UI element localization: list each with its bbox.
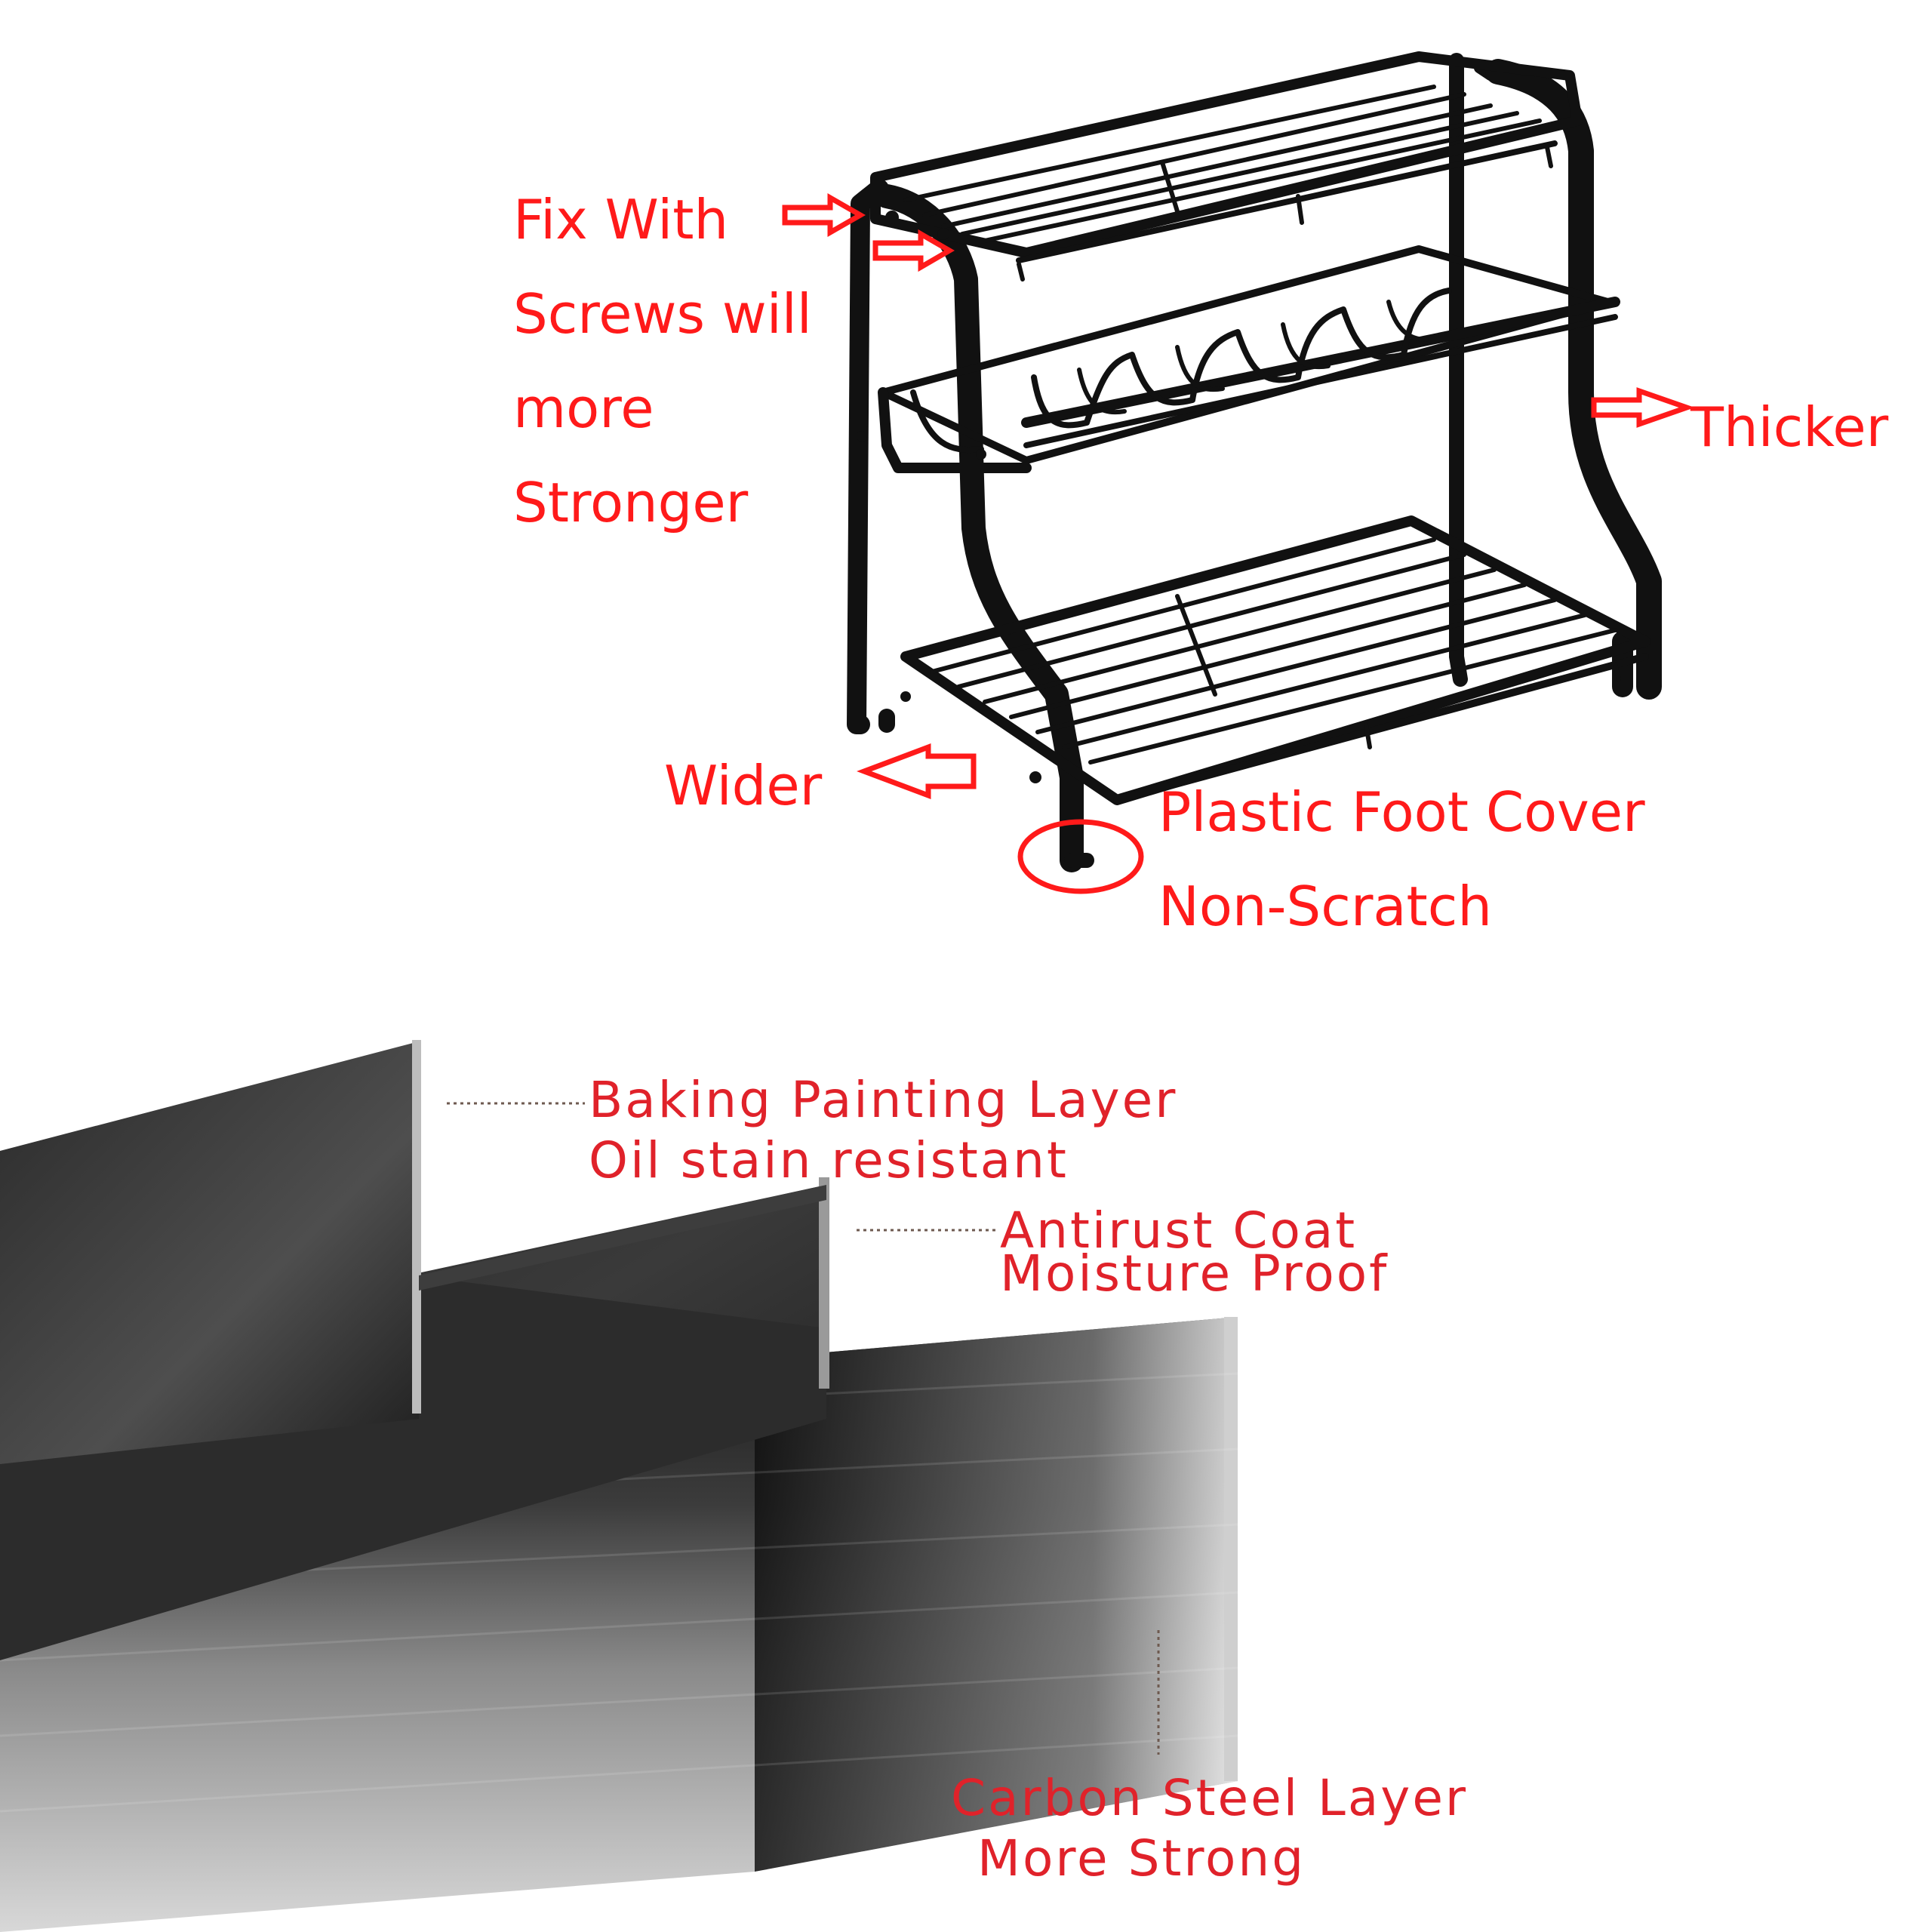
- baking-layer-title: Baking Painting Layer: [589, 1071, 1178, 1129]
- thicker-label: Thicker: [1690, 395, 1889, 459]
- foot-cover-line-2: Non-Scratch: [1158, 875, 1492, 938]
- arrow-right-icon: [782, 192, 866, 238]
- circle-highlight-icon: [1017, 819, 1144, 894]
- baking-layer-subtitle: Oil stain resistant: [589, 1131, 1069, 1189]
- middle-shelf: [878, 245, 1620, 473]
- carbon-layer-subtitle: More Strong: [977, 1829, 1306, 1887]
- fix-screws-line-4: Stronger: [513, 471, 749, 534]
- baking-painting-layer: [0, 1041, 419, 1464]
- fix-screws-line-1: Fix With: [513, 188, 729, 251]
- fix-screws-line-3: more: [513, 377, 654, 440]
- bottom-shelf: [900, 515, 1651, 805]
- foot-cover-line-1: Plastic Foot Cover: [1158, 780, 1645, 844]
- wider-label: Wider: [664, 754, 823, 817]
- top-shelf: [870, 51, 1583, 281]
- layers-illustration: [0, 1040, 1238, 1932]
- antirust-layer-title: Antirust Coat: [1000, 1201, 1358, 1260]
- screw-dots: [857, 211, 1041, 783]
- fix-screws-line-2: Screws will: [513, 282, 812, 346]
- antirust-layer-subtitle: Moisture Proof: [1000, 1244, 1389, 1303]
- arrow-right-icon: [1591, 387, 1695, 428]
- arrow-right-icon: [872, 229, 955, 272]
- spice-rack-frame: [847, 51, 1662, 872]
- carbon-layer-title: Carbon Steel Layer: [951, 1769, 1469, 1827]
- arrow-left-icon: [857, 743, 977, 800]
